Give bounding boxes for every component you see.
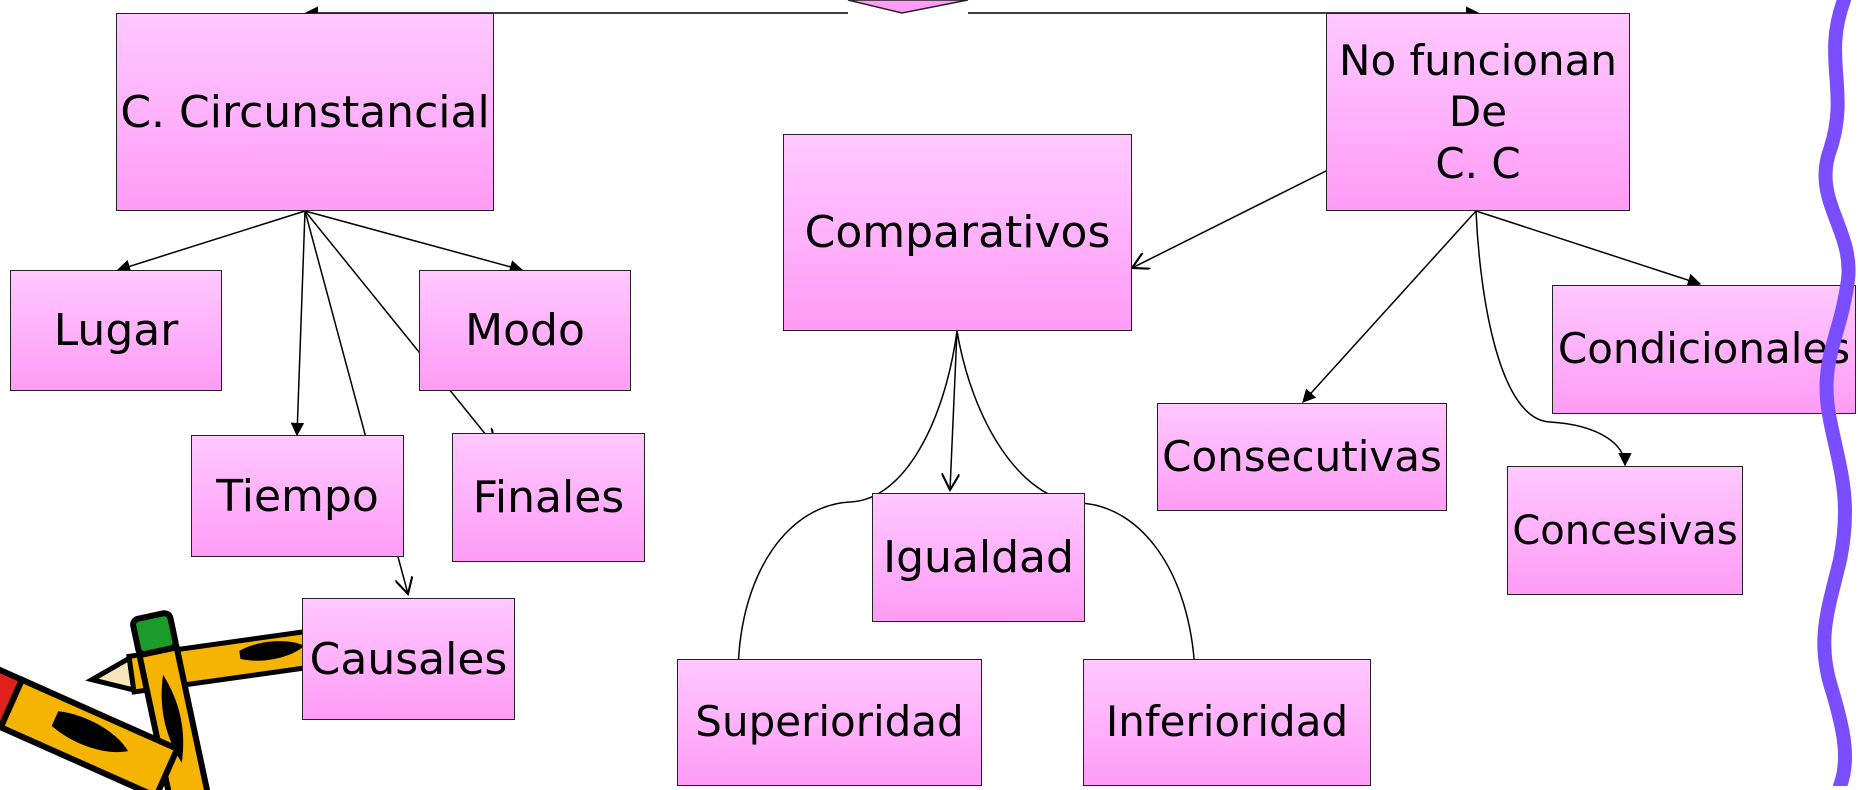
- node-modo-label: Modo: [465, 305, 585, 356]
- node-igualdad-label: Igualdad: [883, 532, 1074, 583]
- node-concesivas-label: Concesivas: [1512, 507, 1738, 554]
- node-condicionales: Condicionales: [1552, 285, 1856, 414]
- node-c-circunstancial: C. Circunstancial: [116, 13, 494, 211]
- root-node-tip: [847, 0, 969, 14]
- edge-nofunc-comparativos: [1132, 164, 1339, 268]
- node-inferioridad: Inferioridad: [1083, 659, 1371, 786]
- pencils-icon: [0, 610, 330, 790]
- edge-circ-modo: [304, 210, 524, 274]
- node-comparativos: Comparativos: [783, 134, 1132, 331]
- edge-circ-lugar: [116, 210, 306, 273]
- node-tiempo-label: Tiempo: [216, 470, 379, 522]
- edge-circ-finales: [304, 210, 495, 446]
- node-lugar: Lugar: [10, 270, 222, 391]
- edge-comp-superioridad: [731, 330, 958, 674]
- edge-comp-igualdad: [950, 330, 957, 490]
- node-no-funcionan: No funcionan De C. C: [1326, 13, 1630, 211]
- node-concesivas: Concesivas: [1507, 466, 1743, 595]
- edge-nofunc-condicionales: [1475, 210, 1702, 287]
- node-comparativos-label: Comparativos: [804, 207, 1111, 258]
- node-inferioridad-label: Inferioridad: [1105, 697, 1349, 747]
- node-no-funcionan-label: No funcionan De C. C: [1339, 36, 1617, 188]
- wavy-border-icon: [1817, 0, 1856, 786]
- node-finales: Finales: [452, 433, 645, 562]
- node-lugar-label: Lugar: [53, 305, 179, 356]
- node-modo: Modo: [419, 270, 631, 391]
- node-tiempo: Tiempo: [191, 435, 404, 557]
- edge-circ-tiempo: [290, 210, 306, 437]
- edge-nofunc-consecutivas: [1302, 210, 1477, 404]
- node-igualdad: Igualdad: [872, 493, 1085, 622]
- node-consecutivas-label: Consecutivas: [1162, 431, 1442, 481]
- node-superioridad: Superioridad: [677, 659, 982, 786]
- edge-nofunc-concesivas: [1475, 210, 1632, 467]
- node-superioridad-label: Superioridad: [695, 697, 964, 747]
- node-causales: Causales: [302, 598, 515, 720]
- node-causales-label: Causales: [309, 633, 508, 685]
- node-c-circunstancial-label: C. Circunstancial: [120, 86, 490, 138]
- node-finales-label: Finales: [472, 472, 625, 523]
- node-condicionales-label: Condicionales: [1557, 324, 1851, 374]
- node-consecutivas: Consecutivas: [1157, 403, 1447, 511]
